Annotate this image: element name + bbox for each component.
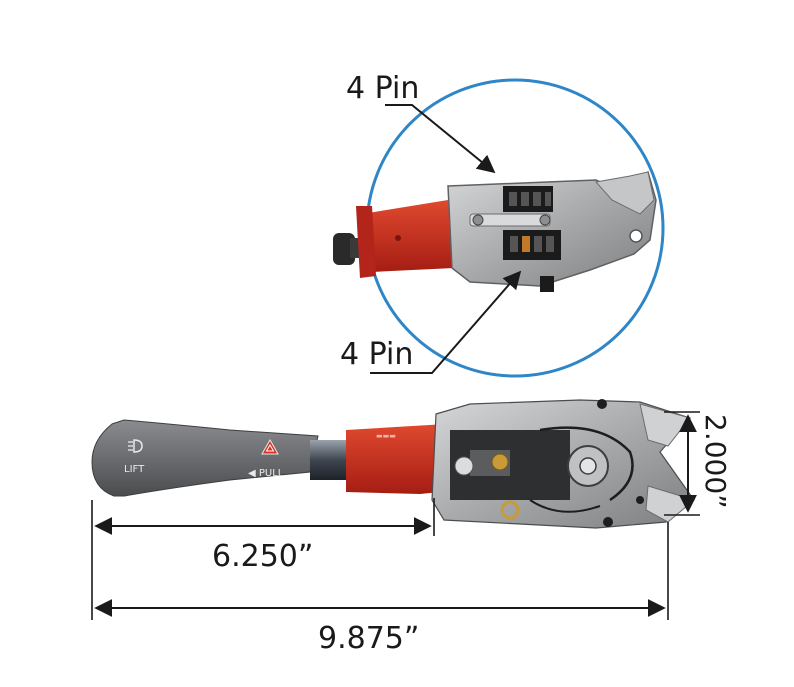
top-4pin-connector <box>503 186 553 212</box>
headlight-icon <box>128 439 143 453</box>
inset-bracket <box>333 200 454 278</box>
lift-label: LIFT <box>124 464 145 475</box>
dimension-lines: 6.250” 9.875” 2.000” <box>91 411 732 656</box>
switch-housing <box>431 399 696 529</box>
detail-inset: 4 Pin 4 Pin <box>333 71 665 378</box>
handle-grip: LIFT ◀ PULL <box>91 419 319 497</box>
hazard-triangle-icon <box>261 438 279 455</box>
bottom-4pin-connector <box>503 230 561 260</box>
top-pin-leader <box>385 104 496 174</box>
inset-housing <box>447 170 657 292</box>
svg-text:▬▬▬: ▬▬▬ <box>376 432 396 440</box>
height-label: 2.000” <box>699 414 732 509</box>
bottom-pin-label: 4 Pin <box>340 337 413 372</box>
overall-length-label: 9.875” <box>318 621 419 656</box>
top-pin-label: 4 Pin <box>346 71 419 106</box>
pull-label: ◀ PULL <box>248 468 284 479</box>
bottom-pin-leader <box>370 270 522 374</box>
handle-length-label: 6.250” <box>212 539 313 574</box>
red-bracket: ▬▬▬ <box>346 424 460 494</box>
main-switch: LIFT ◀ PULL ▬▬▬ <box>91 399 696 529</box>
